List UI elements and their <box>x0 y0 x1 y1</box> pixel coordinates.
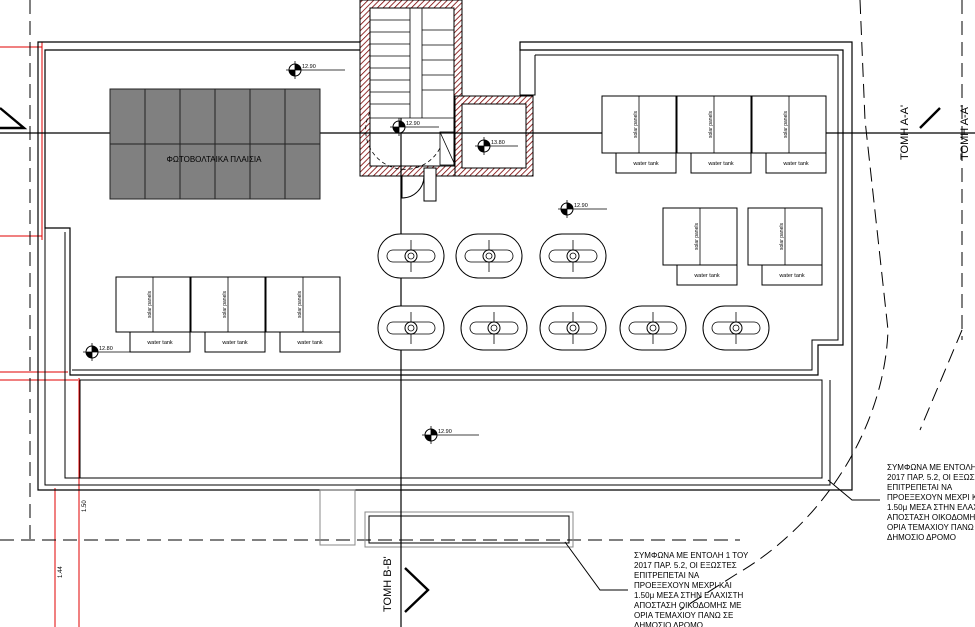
solar-panel-unit: solar panels water tank <box>601 95 677 174</box>
level-marker: 12.90 <box>286 61 345 79</box>
level-marker: 12.90 <box>422 426 479 444</box>
water-tank-label: water tank <box>146 340 173 346</box>
solar-panel-label: solar panels <box>297 291 303 318</box>
solar-panel-unit: solar panels water tank <box>115 276 191 353</box>
roof-drain <box>539 305 607 351</box>
solar-panel-unit: solar panels water tank <box>751 95 827 174</box>
solar-panel-unit: solar panels water tank <box>747 207 823 286</box>
water-tank-label: water tank <box>707 161 734 167</box>
level-marker: 12.90 <box>558 200 607 218</box>
solar-panel-unit: solar panels water tank <box>662 207 738 286</box>
section-aa-label-right: ΤΟΜΗ Α-Α' <box>959 105 971 160</box>
level-markers: 12.90 12.90 13.80 12.90 12.80 12.90 <box>83 61 607 444</box>
roof-drain <box>539 233 607 279</box>
roof-drain <box>702 305 770 351</box>
stair-core <box>359 0 534 202</box>
roof-drain <box>619 305 687 351</box>
section-bb-label: ΤΟΜΗ Β-Β' <box>382 556 394 612</box>
water-tank-label: water tank <box>782 161 809 167</box>
plot-boundary <box>0 0 963 611</box>
solar-panel-groups: solar panels water tank solar panels water … <box>115 95 827 353</box>
roof-outline <box>37 41 853 548</box>
level-marker: 12.80 <box>83 343 132 361</box>
pv-panel <box>179 143 216 200</box>
pv-panel <box>144 143 181 200</box>
pv-panel-array <box>109 88 321 200</box>
solar-panel-label: solar panels <box>222 291 228 318</box>
pv-panel <box>179 88 216 145</box>
section-aa-label-left: ΤΟΜΗ Α-Α' <box>899 105 911 160</box>
roof-drains <box>377 233 770 351</box>
pv-panel <box>284 88 321 145</box>
level-value: 12.90 <box>302 64 316 70</box>
roof-drain <box>455 233 523 279</box>
solar-panel-unit: solar panels water tank <box>676 95 752 174</box>
pv-panel <box>284 143 321 200</box>
solar-panel-label: solar panels <box>694 223 700 250</box>
solar-panel-unit: solar panels water tank <box>265 276 341 353</box>
level-value: 12.90 <box>406 121 420 127</box>
solar-panel-label: solar panels <box>147 291 153 318</box>
pv-panel <box>109 88 146 145</box>
roof-drain <box>377 233 445 279</box>
water-tank-label: water tank <box>778 273 805 279</box>
water-tank-label: water tank <box>221 340 248 346</box>
dimension-lines <box>0 0 463 627</box>
solar-panel-label: solar panels <box>633 111 639 138</box>
pv-panel <box>109 143 146 200</box>
level-value: 13.80 <box>491 140 505 146</box>
door-swing <box>401 167 437 202</box>
level-value: 12.80 <box>99 346 113 352</box>
pv-panel <box>214 143 251 200</box>
pv-array-label: ΦΩΤΟΒΟΛΤΑΙΚΑ ΠΛΑΙΣΙΑ <box>167 155 263 164</box>
roof-drain <box>377 305 445 351</box>
level-marker: 12.90 <box>390 118 439 136</box>
pv-panel <box>144 88 181 145</box>
leader-lines <box>564 479 880 591</box>
dimension-1: 1.50 <box>82 500 88 512</box>
pv-panel <box>249 88 286 145</box>
roof-drain <box>460 305 528 351</box>
water-tank-label: water tank <box>296 340 323 346</box>
level-value: 12.90 <box>574 203 588 209</box>
dimension-2: 1.44 <box>58 566 64 578</box>
solar-panel-label: solar panels <box>708 111 714 138</box>
level-value: 12.90 <box>438 429 452 435</box>
solar-panel-unit: solar panels water tank <box>190 276 266 353</box>
solar-panel-label: solar panels <box>783 111 789 138</box>
solar-panel-label: solar panels <box>779 223 785 250</box>
level-marker: 13.80 <box>475 137 518 155</box>
pv-panel <box>249 143 286 200</box>
water-tank-label: water tank <box>632 161 659 167</box>
water-tank-label: water tank <box>693 273 720 279</box>
pv-panel <box>214 88 251 145</box>
